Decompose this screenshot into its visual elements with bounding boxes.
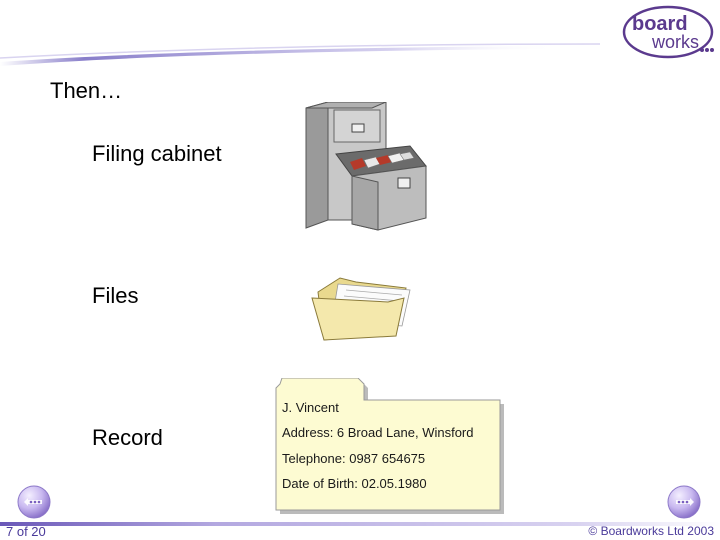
boardworks-logo: board works [622,5,714,59]
header-swoosh [0,43,601,66]
svg-text:works: works [651,32,699,52]
svg-text:board: board [632,13,688,35]
filing-cabinet-icon [305,102,427,231]
item-label-files: Files [92,283,139,308]
record-name: J. Vincent [282,400,339,415]
previous-slide-icon[interactable] [16,484,52,520]
item-label-record: Record [92,425,163,450]
next-slide-icon[interactable] [666,484,702,520]
folder-icon [311,277,411,341]
record-dob: Date of Birth: 02.05.1980 [282,476,427,491]
slide-heading: Then… [50,78,123,103]
record-card: J. Vincent Address: 6 Broad Lane, Winsfo… [272,378,504,514]
record-address: Address: 6 Broad Lane, Winsford [282,425,474,440]
footer-bar [0,522,720,526]
record-telephone: Telephone: 0987 654675 [282,451,426,466]
copyright-notice: © Boardworks Ltd 2003 [588,524,714,538]
page-number: 7 of 20 [6,524,46,539]
item-label-filing-cabinet: Filing cabinet [92,141,222,166]
record-card-shape [275,378,504,514]
